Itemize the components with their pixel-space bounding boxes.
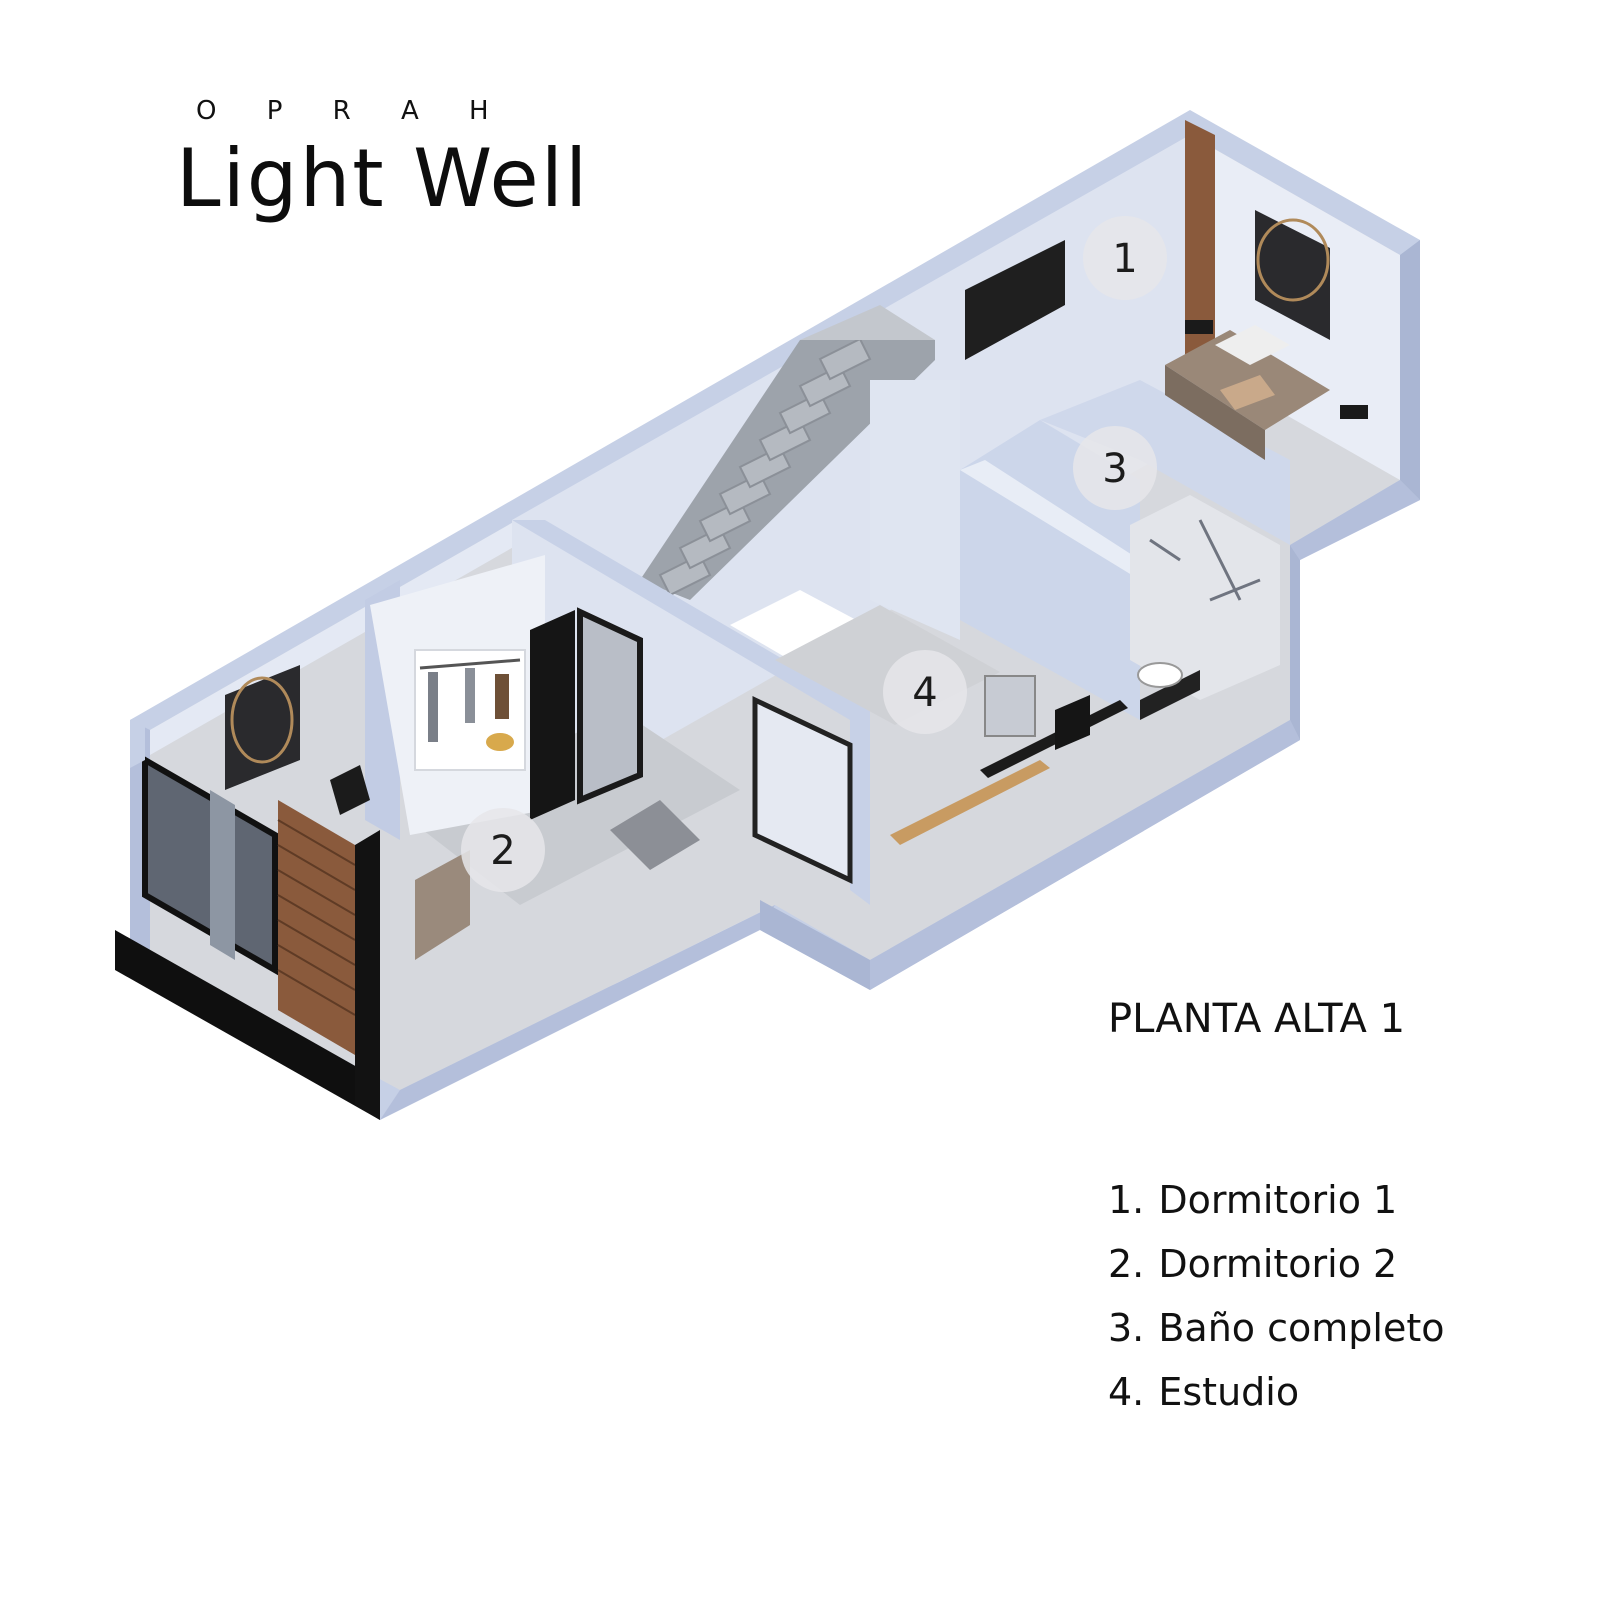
legend-item-number: 1. xyxy=(1108,1178,1145,1222)
staircase xyxy=(640,305,935,600)
legend-item: 4. Estudio xyxy=(1108,1360,1445,1424)
legend-item-label: Dormitorio 2 xyxy=(1158,1242,1398,1286)
legend-item-label: Dormitorio 1 xyxy=(1158,1178,1398,1222)
room-marker-4: 4 xyxy=(883,650,967,734)
brand-name: O P R A H xyxy=(196,96,510,126)
floor-label: PLANTA ALTA 1 xyxy=(1108,996,1406,1042)
bathroom-fixtures xyxy=(1130,495,1280,720)
legend-item-number: 3. xyxy=(1108,1306,1145,1350)
room-legend: 1. Dormitorio 1 2. Dormitorio 2 3. Baño … xyxy=(1108,1168,1445,1424)
room-marker-3-label: 3 xyxy=(1102,446,1127,492)
room-marker-4-label: 4 xyxy=(912,670,937,716)
legend-item: 3. Baño completo xyxy=(1108,1296,1445,1360)
legend-item: 2. Dormitorio 2 xyxy=(1108,1232,1445,1296)
legend-item-label: Estudio xyxy=(1158,1370,1300,1414)
legend-item-number: 2. xyxy=(1108,1242,1145,1286)
room-marker-2: 2 xyxy=(461,808,545,892)
light-well-opening xyxy=(730,590,860,660)
legend-item-label: Baño completo xyxy=(1158,1306,1445,1350)
front-facade xyxy=(115,712,380,1120)
room-marker-2-label: 2 xyxy=(490,828,515,874)
page-title: Light Well xyxy=(176,132,590,225)
room-marker-1-label: 1 xyxy=(1112,236,1137,282)
bedroom-1-furniture xyxy=(965,120,1368,460)
legend-item-number: 4. xyxy=(1108,1370,1145,1414)
study-furniture xyxy=(752,605,1128,884)
room-marker-1: 1 xyxy=(1083,216,1167,300)
room-marker-3: 3 xyxy=(1073,426,1157,510)
outer-walls xyxy=(130,240,1420,1120)
legend-item: 1. Dormitorio 1 xyxy=(1108,1168,1445,1232)
